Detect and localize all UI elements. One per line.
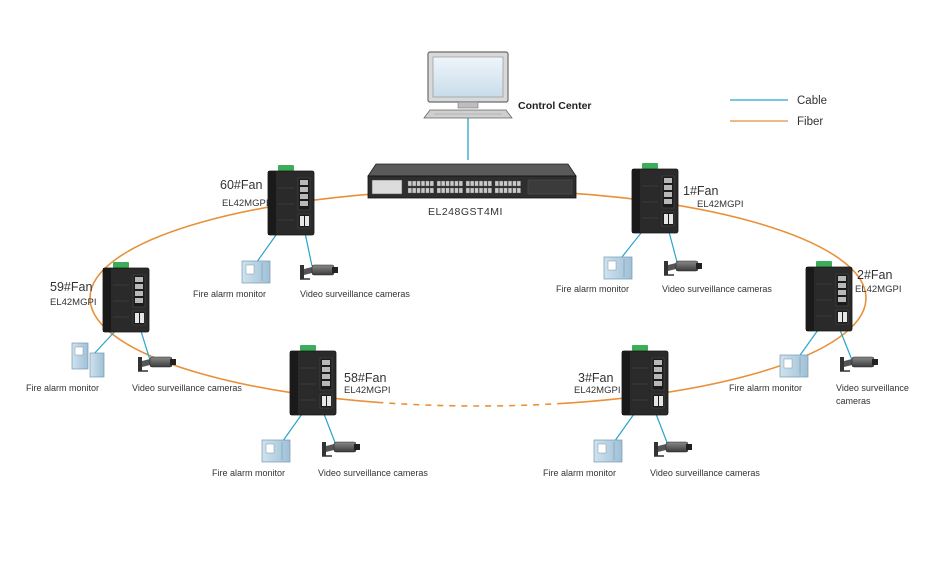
rack-switch-icon bbox=[367, 163, 577, 199]
industrial-switch-icon bbox=[805, 261, 853, 332]
fire-alarm-label: Fire alarm monitor bbox=[556, 284, 629, 294]
industrial-switch-icon bbox=[289, 345, 337, 416]
node-model: EL42MGPI bbox=[50, 297, 96, 308]
fire-cable bbox=[91, 327, 119, 357]
camera-label: Video surveillance cameras bbox=[132, 383, 242, 393]
node-fan-2: 2#Fan EL42MGPI Fire alarm monitor Video … bbox=[729, 261, 911, 406]
video-camera-icon bbox=[322, 441, 360, 457]
node-model: EL42MGPI bbox=[697, 199, 743, 210]
industrial-switch-icon bbox=[621, 345, 669, 416]
video-camera-icon bbox=[654, 441, 692, 457]
fire-cable bbox=[617, 227, 646, 263]
camera-cable bbox=[139, 327, 151, 361]
industrial-switch-icon bbox=[102, 262, 150, 333]
fire-alarm-label: Fire alarm monitor bbox=[26, 383, 99, 393]
fire-alarm-monitor-icon bbox=[71, 342, 105, 378]
computer-monitor-icon bbox=[423, 51, 513, 119]
camera-label-line-1: Video surveillance bbox=[836, 383, 909, 393]
camera-cable bbox=[839, 329, 853, 361]
fire-alarm-monitor-icon bbox=[241, 260, 271, 284]
legend-fiber-label: Fiber bbox=[797, 116, 823, 128]
fire-alarm-monitor-icon bbox=[779, 354, 809, 378]
node-name: 1#Fan bbox=[683, 184, 718, 198]
fire-alarm-label: Fire alarm monitor bbox=[729, 383, 802, 393]
node-name: 3#Fan bbox=[578, 371, 613, 385]
fiber-ring-dashed-segment bbox=[380, 401, 560, 407]
core-switch-ports bbox=[407, 180, 521, 194]
camera-label-line-2: cameras bbox=[836, 396, 871, 406]
node-model: EL42MGPI bbox=[344, 385, 390, 396]
legend-cable-label: Cable bbox=[797, 95, 827, 107]
node-model: EL42MGPI bbox=[222, 198, 268, 209]
fire-alarm-label: Fire alarm monitor bbox=[543, 468, 616, 478]
camera-cable bbox=[667, 227, 678, 263]
camera-label: Video surveillance cameras bbox=[650, 468, 760, 478]
industrial-switch-icon bbox=[267, 165, 315, 236]
node-name: 2#Fan bbox=[857, 268, 892, 282]
node-fan-58: 58#Fan EL42MGPI Fire alarm monitor Video… bbox=[212, 345, 428, 478]
camera-label: Video surveillance cameras bbox=[836, 383, 911, 406]
fire-cable bbox=[797, 329, 819, 359]
camera-label: Video surveillance cameras bbox=[318, 468, 428, 478]
fire-alarm-monitor-icon bbox=[261, 439, 291, 463]
node-fan-60: 60#Fan EL42MGPI Fire alarm monitor Video… bbox=[193, 165, 410, 299]
node-model: EL42MGPI bbox=[855, 284, 901, 295]
fire-alarm-monitor-icon bbox=[593, 439, 623, 463]
fire-alarm-label: Fire alarm monitor bbox=[193, 289, 266, 299]
node-name: 58#Fan bbox=[344, 371, 386, 385]
node-name: 60#Fan bbox=[220, 178, 262, 192]
fire-alarm-monitor-icon bbox=[603, 256, 633, 280]
fire-alarm-label: Fire alarm monitor bbox=[212, 468, 285, 478]
camera-cable bbox=[655, 413, 669, 446]
node-model: EL42MGPI bbox=[574, 385, 620, 396]
video-camera-icon bbox=[300, 264, 338, 280]
camera-label: Video surveillance cameras bbox=[662, 284, 772, 294]
video-camera-icon bbox=[664, 260, 702, 276]
node-fan-59: 59#Fan EL42MGPI Fire alarm monitor Video… bbox=[26, 262, 242, 393]
industrial-switch-icon bbox=[631, 163, 679, 234]
video-camera-icon bbox=[840, 356, 878, 372]
camera-label: Video surveillance cameras bbox=[300, 289, 410, 299]
legend: Cable Fiber bbox=[730, 95, 827, 128]
node-fan-1: 1#Fan EL42MGPI Fire alarm monitor Video … bbox=[556, 163, 772, 294]
control-center: Control Center bbox=[423, 51, 592, 119]
video-camera-icon bbox=[138, 356, 176, 372]
core-switch-model: EL248GST4MI bbox=[428, 206, 503, 218]
control-center-label: Control Center bbox=[518, 100, 592, 112]
camera-cable bbox=[323, 413, 337, 446]
node-name: 59#Fan bbox=[50, 280, 92, 294]
core-switch: EL248GST4MI bbox=[367, 163, 577, 218]
node-fan-3: 3#Fan EL42MGPI Fire alarm monitor Video … bbox=[543, 345, 760, 478]
